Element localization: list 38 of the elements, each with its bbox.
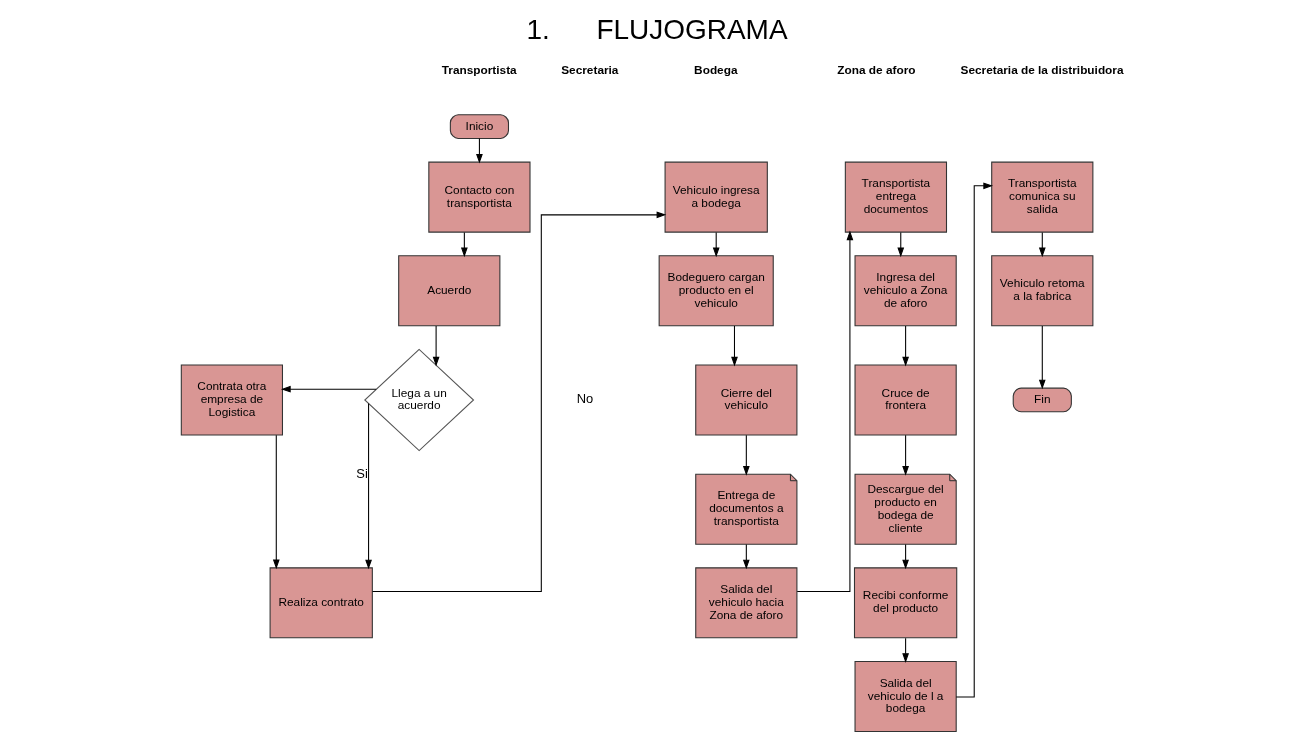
node-box: Salida del vehiculo de l a bodega: [854, 660, 957, 732]
node-box: Vehiculo ingresa a bodega: [664, 161, 768, 233]
node-box: Cierre del vehiculo: [695, 364, 798, 436]
arrow: [272, 434, 280, 570]
node-box: Acuerdo: [398, 255, 501, 327]
label: No: [576, 391, 594, 407]
node-box: Transportista entrega documentos: [844, 161, 948, 233]
node-box: Contacto con transportista: [428, 161, 531, 233]
node-box: Contrata otra empresa de Logistica: [180, 364, 283, 436]
arrow: [372, 211, 667, 593]
arrow: [902, 434, 909, 476]
arrow: [796, 230, 854, 593]
node-box: Vehiculo retoma a la fabrica: [991, 255, 1094, 327]
label: Secretaria: [561, 62, 619, 77]
node-diamond: Llega a un acuerdo: [364, 348, 475, 452]
label: Bodega: [694, 62, 738, 77]
arrow: [281, 385, 377, 393]
node-box: Recibi conforme del producto: [853, 567, 958, 639]
node-box: Salida del vehiculo hacia Zona de aforo: [695, 567, 798, 639]
node-box: Fin: [1012, 387, 1072, 413]
label: Secretaria de la distribuidora: [960, 62, 1124, 77]
arrow: [432, 325, 440, 367]
arrow: [1038, 325, 1046, 390]
label: Transportista: [441, 62, 517, 77]
node-box: Inicio: [449, 114, 510, 139]
node-box: Transportista comunica su salida: [991, 161, 1094, 233]
arrow: [742, 434, 750, 476]
arrow: [365, 402, 372, 570]
node-box: Bodeguero cargan producto en el vehiculo: [658, 255, 774, 327]
arrow: [902, 325, 909, 367]
node-box: Ingresa del vehiculo a Zona de aforo: [854, 255, 957, 327]
node-box: Cruce de frontera: [854, 364, 957, 436]
arrow: [731, 325, 738, 367]
diagram-title: 1. FLUJOGRAMA: [526, 14, 788, 46]
edge-label: Si: [356, 466, 368, 482]
node-box: Realiza contrato: [269, 567, 373, 639]
arrow: [955, 182, 994, 698]
label: Zona de aforo: [837, 62, 916, 77]
